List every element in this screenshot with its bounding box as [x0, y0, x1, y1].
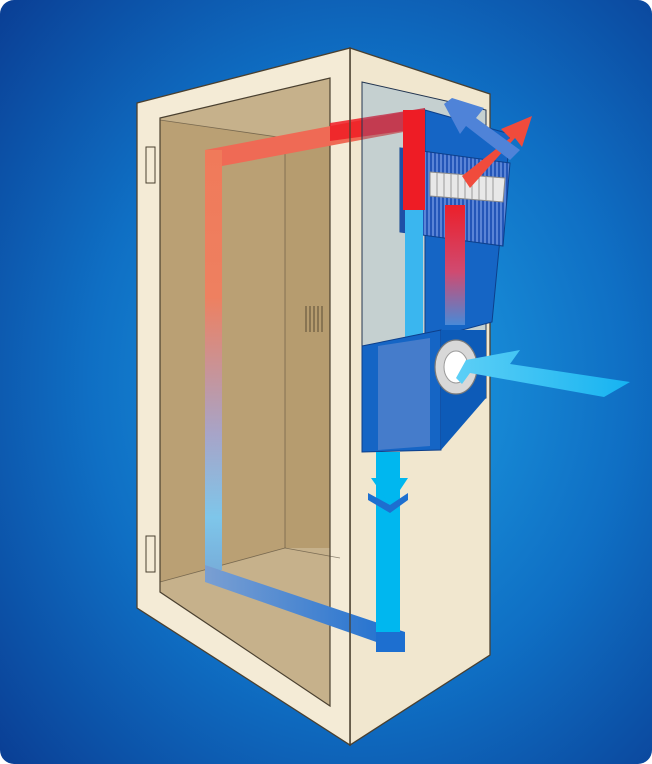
- hot-return-duct: [403, 110, 425, 210]
- cool-air-down-duct: [405, 210, 423, 350]
- door-hinge-icon: [146, 147, 155, 183]
- internal-air-left-duct: [205, 150, 222, 570]
- unit-lower-window: [378, 338, 430, 450]
- cool-air-corner: [376, 632, 405, 652]
- door-hinge-icon: [146, 536, 155, 572]
- warm-air-duct: [445, 205, 465, 325]
